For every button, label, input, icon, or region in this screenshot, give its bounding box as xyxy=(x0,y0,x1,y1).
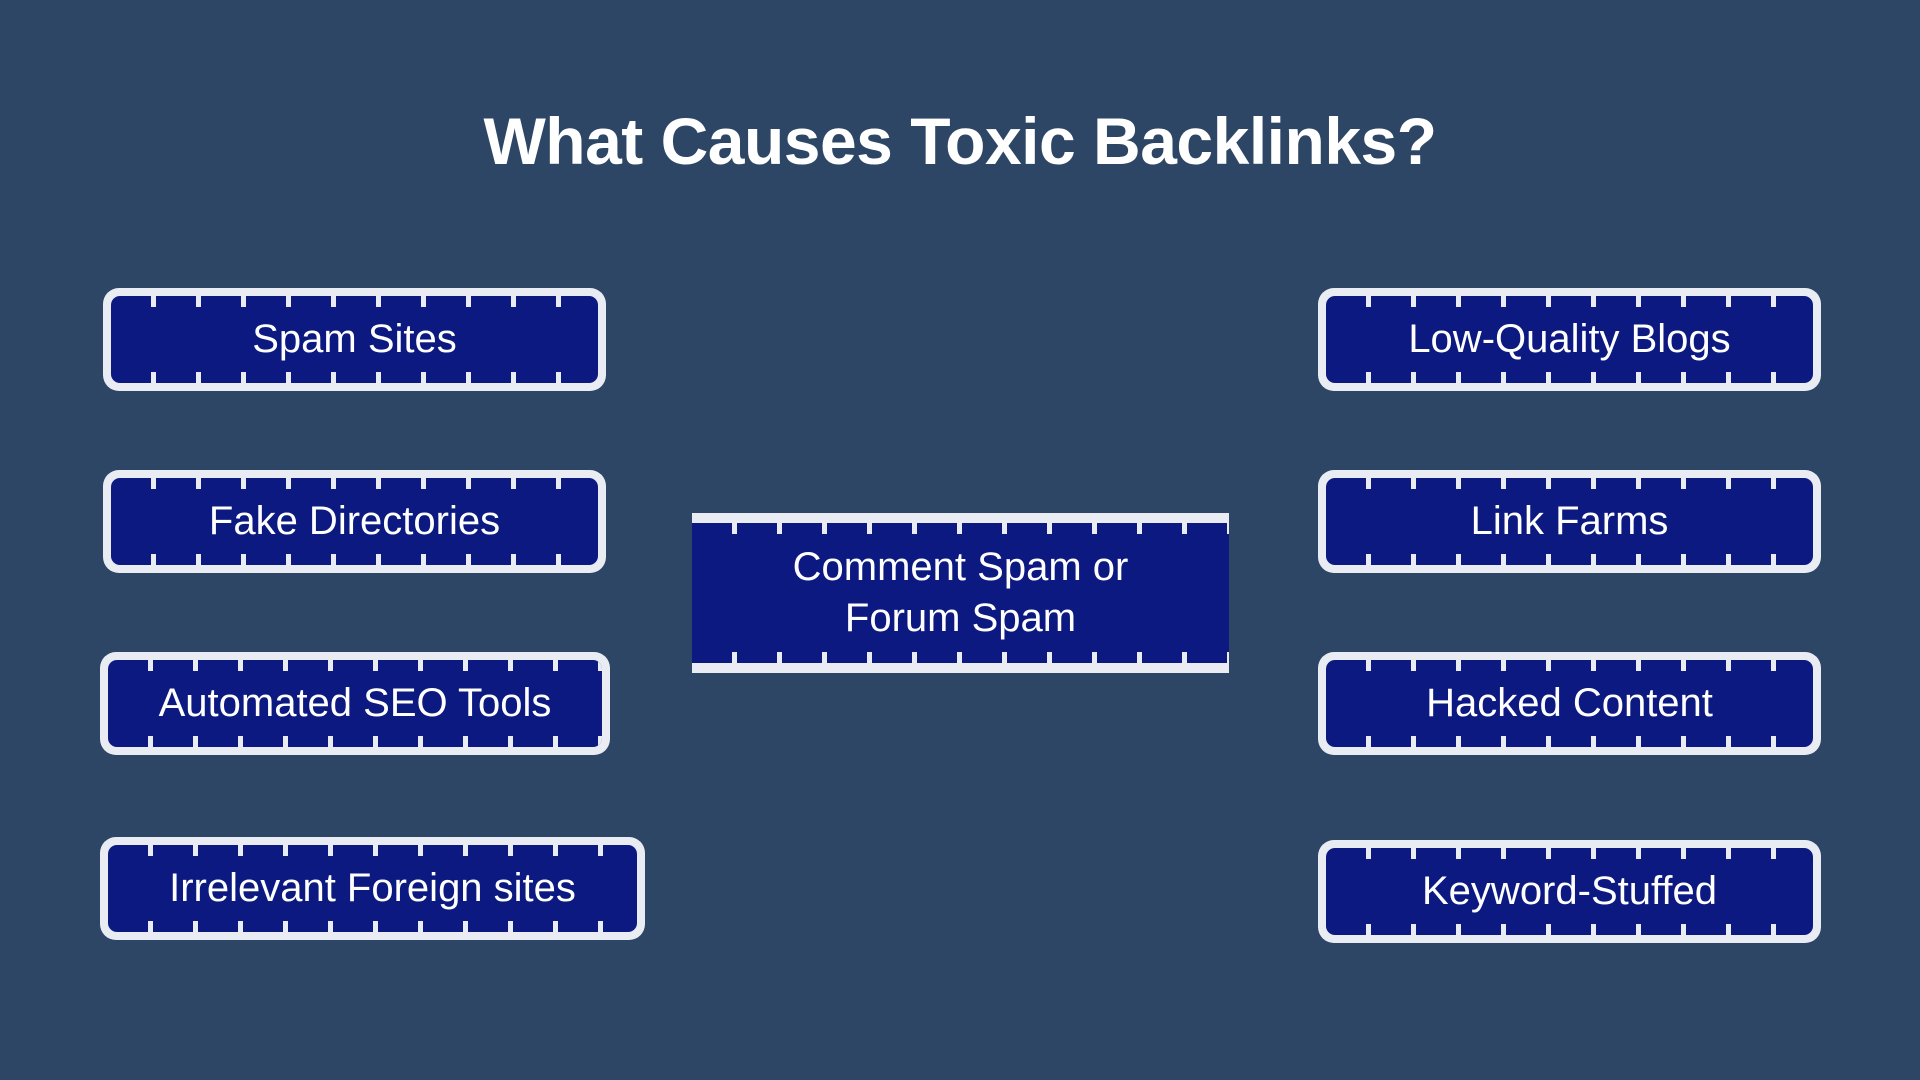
node-comment-spam-label-line1: Comment Spam or xyxy=(792,544,1129,589)
ruler-ticks-bottom-icon xyxy=(111,554,598,565)
ruler-ticks-bottom-icon xyxy=(692,652,1229,663)
node-automated-seo-tools-body: Automated SEO Tools xyxy=(108,660,602,747)
ruler-ticks-bottom-icon xyxy=(108,736,602,747)
node-fake-directories-label: Fake Directories xyxy=(208,499,501,544)
node-irrelevant-foreign-sites-body: Irrelevant Foreign sites xyxy=(108,845,637,932)
node-keyword-stuffed[interactable]: Keyword-Stuffed xyxy=(1318,840,1821,943)
ruler-ticks-bottom-icon xyxy=(1326,372,1813,383)
node-spam-sites-label: Spam Sites xyxy=(252,317,457,362)
ruler-ticks-bottom-icon xyxy=(111,372,598,383)
node-automated-seo-tools-label: Automated SEO Tools xyxy=(158,681,552,726)
node-low-quality-blogs-body: Low-Quality Blogs xyxy=(1326,296,1813,383)
node-low-quality-blogs-label: Low-Quality Blogs xyxy=(1408,317,1731,362)
node-hacked-content[interactable]: Hacked Content xyxy=(1318,652,1821,755)
node-fake-directories[interactable]: Fake Directories xyxy=(103,470,606,573)
node-irrelevant-foreign-sites-label: Irrelevant Foreign sites xyxy=(169,866,576,911)
ruler-ticks-bottom-icon xyxy=(1326,554,1813,565)
ruler-ticks-top-icon xyxy=(111,296,598,307)
node-link-farms-label: Link Farms xyxy=(1470,499,1669,544)
ruler-ticks-bottom-icon xyxy=(1326,736,1813,747)
node-fake-directories-body: Fake Directories xyxy=(111,478,598,565)
ruler-ticks-top-icon xyxy=(111,478,598,489)
node-automated-seo-tools[interactable]: Automated SEO Tools xyxy=(100,652,610,755)
node-irrelevant-foreign-sites[interactable]: Irrelevant Foreign sites xyxy=(100,837,645,940)
ruler-ticks-top-icon xyxy=(692,523,1229,534)
node-comment-spam[interactable]: Comment Spam or Forum Spam xyxy=(692,513,1229,673)
node-spam-sites-body: Spam Sites xyxy=(111,296,598,383)
node-spam-sites[interactable]: Spam Sites xyxy=(103,288,606,391)
ruler-ticks-bottom-icon xyxy=(1326,924,1813,935)
ruler-ticks-top-icon xyxy=(1326,660,1813,671)
ruler-ticks-top-icon xyxy=(108,845,637,856)
node-hacked-content-label: Hacked Content xyxy=(1426,681,1713,726)
ruler-ticks-bottom-icon xyxy=(108,921,637,932)
node-hacked-content-body: Hacked Content xyxy=(1326,660,1813,747)
ruler-ticks-top-icon xyxy=(1326,296,1813,307)
node-comment-spam-label-line2: Forum Spam xyxy=(844,596,1077,640)
node-link-farms-body: Link Farms xyxy=(1326,478,1813,565)
node-comment-spam-label: Comment Spam or Forum Spam xyxy=(787,542,1135,644)
node-keyword-stuffed-label: Keyword-Stuffed xyxy=(1422,869,1717,914)
ruler-ticks-top-icon xyxy=(108,660,602,671)
page-title: What Causes Toxic Backlinks? xyxy=(483,104,1437,178)
ruler-ticks-top-icon xyxy=(1326,848,1813,859)
node-link-farms[interactable]: Link Farms xyxy=(1318,470,1821,573)
ruler-ticks-top-icon xyxy=(1326,478,1813,489)
node-keyword-stuffed-body: Keyword-Stuffed xyxy=(1326,848,1813,935)
node-comment-spam-body: Comment Spam or Forum Spam xyxy=(692,523,1229,663)
node-low-quality-blogs[interactable]: Low-Quality Blogs xyxy=(1318,288,1821,391)
